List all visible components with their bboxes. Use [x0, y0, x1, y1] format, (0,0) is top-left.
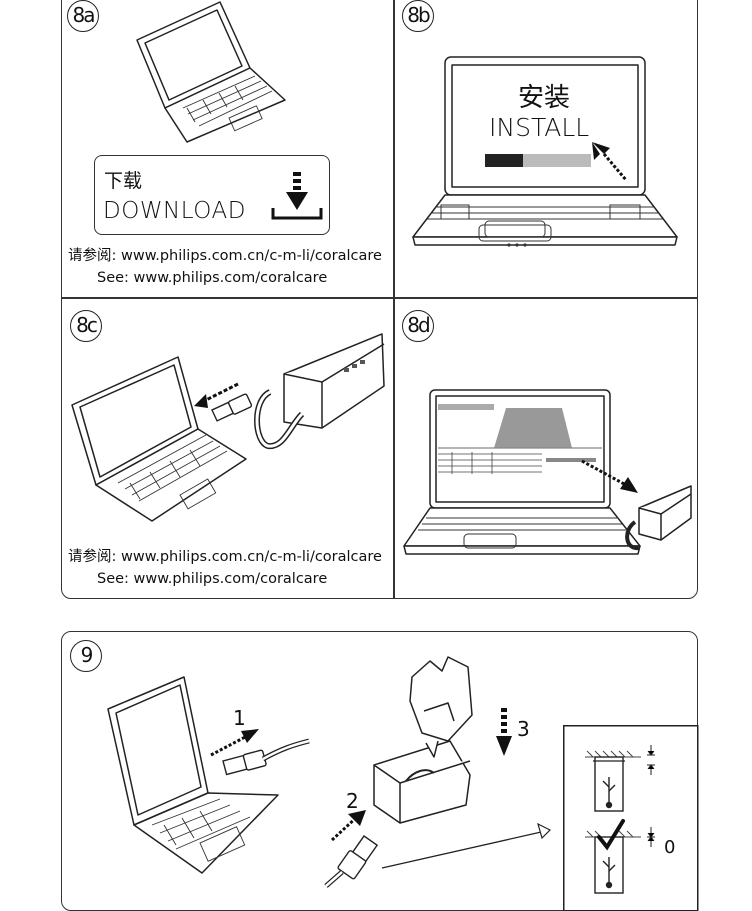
laptop-icon: [107, 676, 279, 874]
callout-lines: [381, 822, 552, 869]
step-8a-url-cn: 请参阅: www.philips.com.cn/c-m-li/coralcare: [68, 248, 382, 264]
download-arrow-icon: [271, 172, 323, 220]
install-label-cn: 安装: [518, 83, 571, 113]
step-8c-badge: 8c: [70, 310, 102, 342]
usb-plug-icon: [581, 459, 638, 493]
laptop-icon: [136, 1, 286, 143]
cursor-arrow-icon: [592, 142, 628, 181]
laptop-icon: [71, 356, 247, 522]
download-label-en: DOWNLOAD: [103, 198, 246, 224]
step-8b-badge: 8b: [402, 0, 434, 32]
divider-vertical: [393, 0, 395, 598]
step-8a-badge: 8a: [67, 0, 99, 32]
usb-plug-icon: [194, 382, 253, 422]
download-box: 下载 DOWNLOAD: [94, 155, 330, 235]
usb-symbol-icon: [602, 857, 616, 889]
step-8c-url-cn: 请参阅: www.philips.com.cn/c-m-li/coralcare: [68, 549, 382, 565]
progress-bar: [485, 154, 591, 167]
download-label-cn: 下载: [104, 170, 143, 192]
step-8a-url-en: See: www.philips.com/coralcare: [97, 270, 328, 286]
detail-box: [563, 725, 699, 911]
step-8c-url-en: See: www.philips.com/coralcare: [97, 571, 328, 587]
adapter-icon: [373, 656, 473, 824]
step-8d-badge: 8d: [402, 310, 434, 342]
laptop-icon: [403, 389, 641, 555]
usb-plug-icon: [324, 810, 379, 888]
step-9-label-3: 3: [517, 717, 530, 741]
gap-label: 0: [664, 837, 676, 858]
step-9-badge: 9: [70, 640, 102, 672]
divider-horizontal: [61, 297, 698, 299]
checkmark-icon: [597, 819, 625, 851]
step-9-label-2: 2: [346, 789, 359, 813]
trimmer-base-icon: [254, 333, 385, 450]
step-9-label-1: 1: [233, 706, 246, 730]
arrow-down-icon: [496, 708, 512, 756]
trimmer-base-icon: [625, 485, 692, 551]
usb-symbol-icon: [602, 777, 616, 809]
steps-8-frame: [61, 0, 698, 599]
usb-plug-icon: [210, 729, 310, 776]
install-label-en: INSTALL: [489, 113, 590, 142]
